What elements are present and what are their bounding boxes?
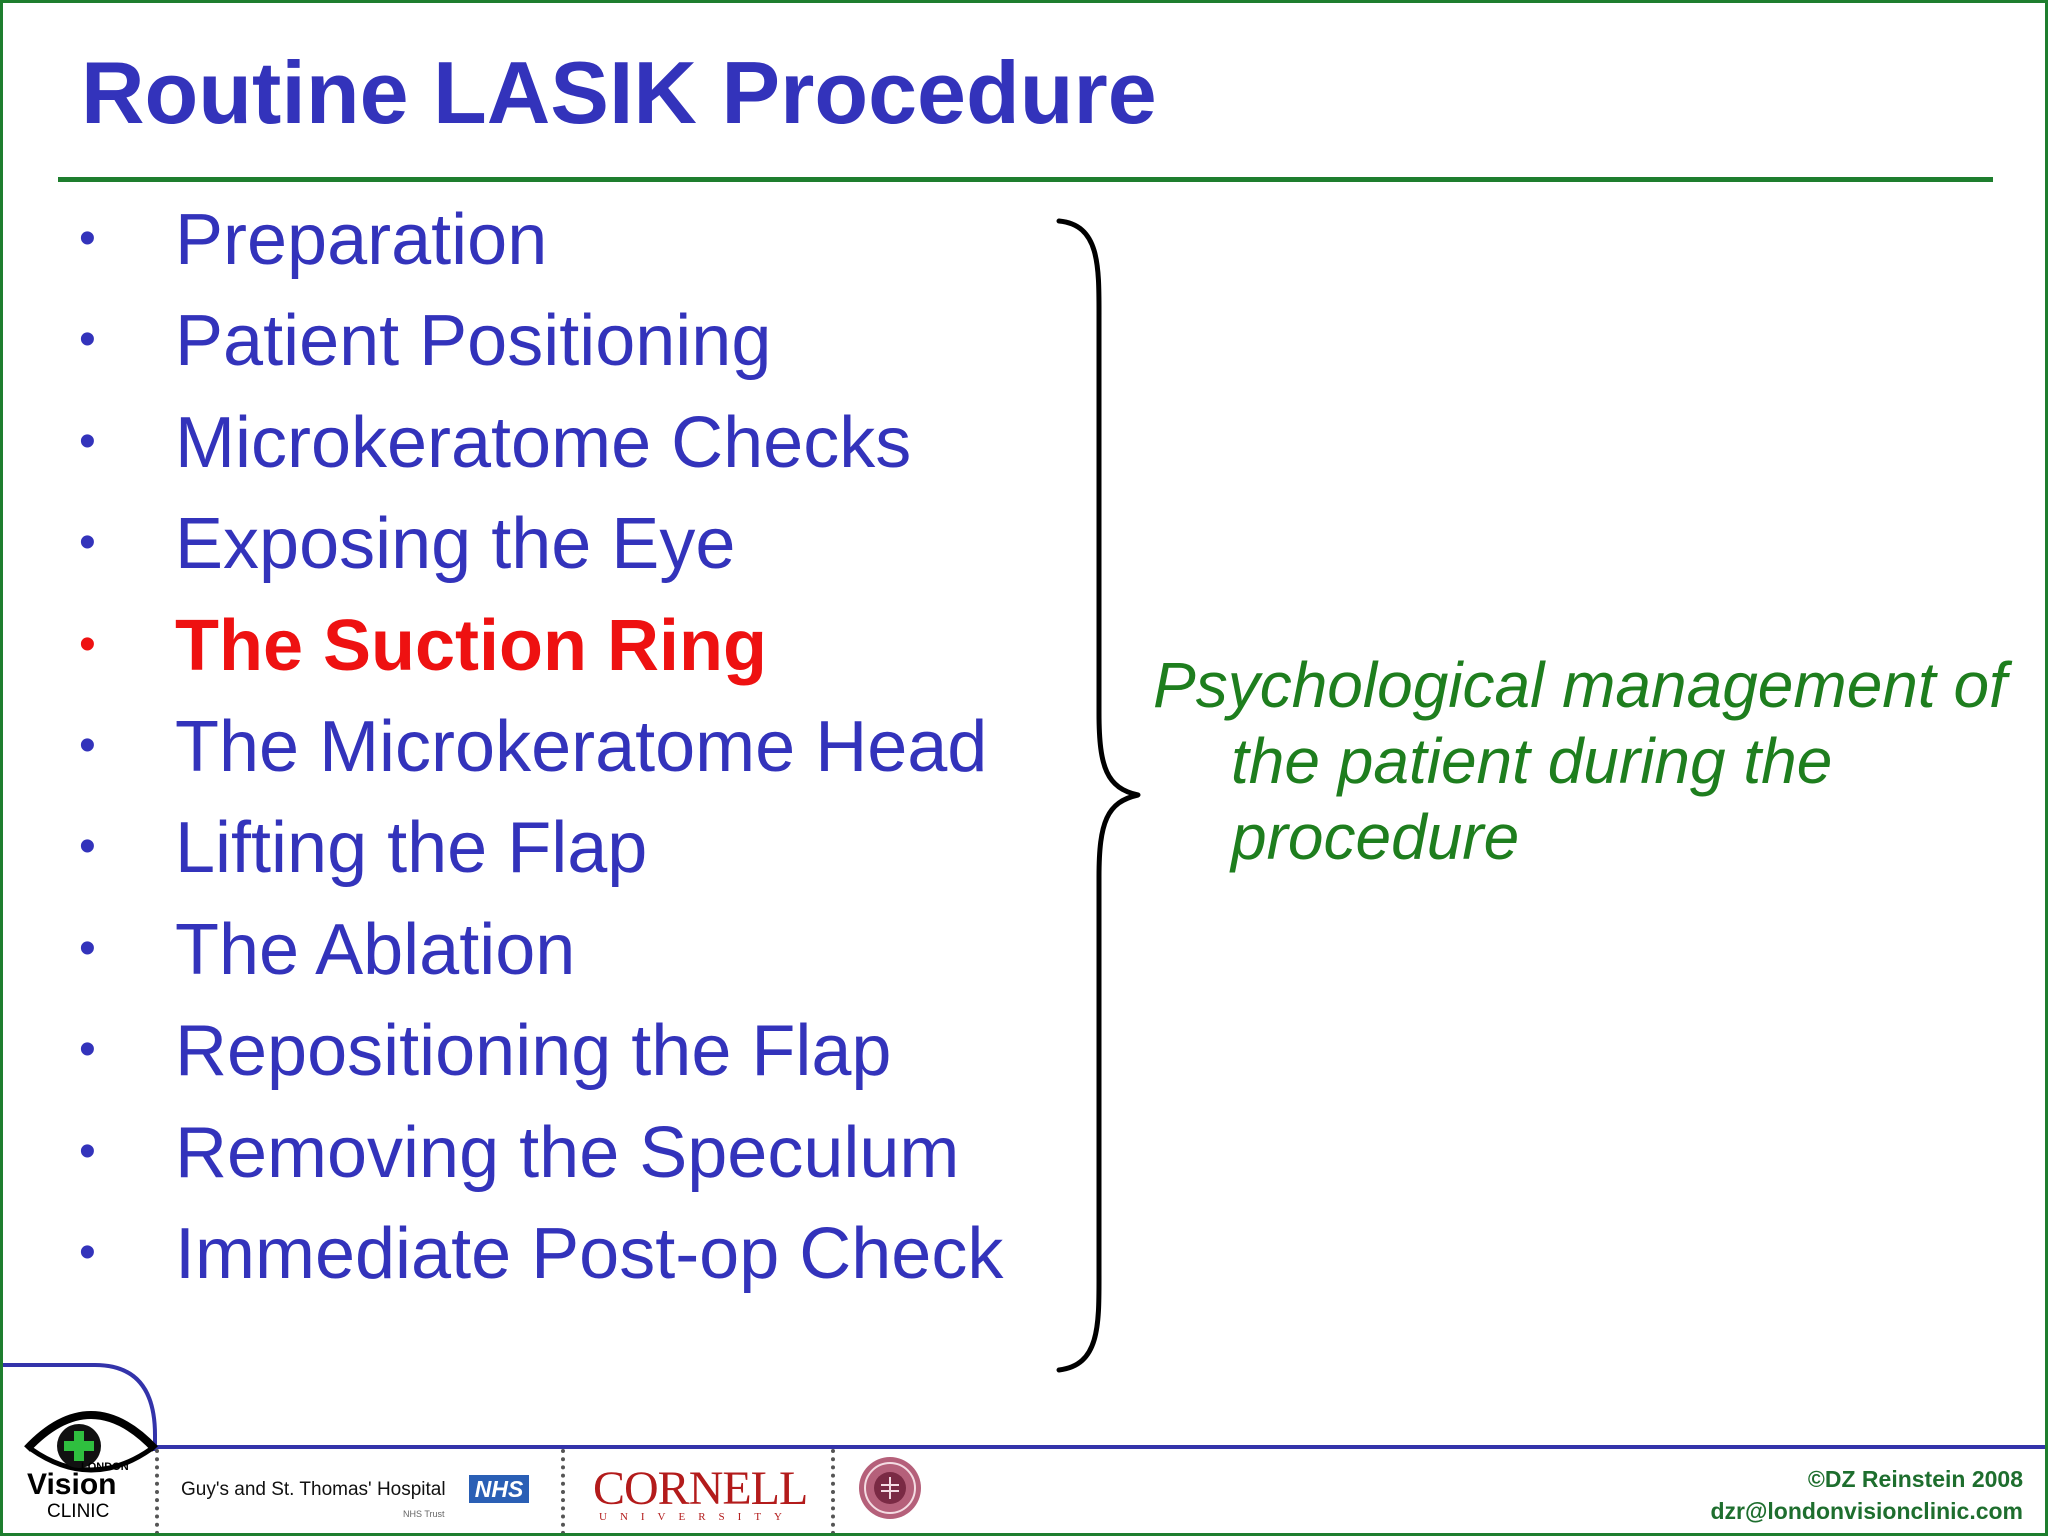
list-item-label: The Suction Ring bbox=[175, 605, 767, 686]
bullet-dot: • bbox=[79, 516, 96, 570]
list-item-label: Microkeratome Checks bbox=[175, 402, 912, 483]
procedure-steps-list: • Preparation • Patient Positioning • Micro… bbox=[3, 199, 1063, 1314]
list-item-label: The Microkeratome Head bbox=[175, 706, 988, 787]
cornell-name: CORNELL bbox=[593, 1462, 808, 1515]
bullet-dot: • bbox=[79, 212, 96, 265]
bullet-dot: • bbox=[79, 414, 96, 468]
list-item-label: Removing the Speculum bbox=[175, 1112, 960, 1193]
bullet-dot: • bbox=[79, 1225, 96, 1279]
list-item: • Exposing the Eye bbox=[3, 503, 1063, 604]
list-item-label: Repositioning the Flap bbox=[175, 1011, 892, 1092]
list-item: • Repositioning the Flap bbox=[3, 1010, 1063, 1111]
bullet-dot: • bbox=[79, 820, 96, 874]
slide-title: Routine LASIK Procedure bbox=[81, 43, 1157, 142]
guys-hospital-name: Guy's and St. Thomas' Hospital bbox=[181, 1479, 446, 1500]
eye-icon bbox=[24, 1411, 158, 1473]
nhs-trust-text: NHS Trust bbox=[403, 1509, 445, 1519]
logo-vision-text: Vision bbox=[27, 1468, 117, 1501]
bullet-dot: • bbox=[79, 313, 96, 367]
bullet-dot: • bbox=[79, 1124, 96, 1178]
footer-separator bbox=[561, 1449, 565, 1533]
list-item: • Preparation bbox=[3, 199, 1063, 300]
list-item: • Microkeratome Checks bbox=[3, 402, 1063, 503]
bullet-dot: • bbox=[79, 718, 96, 772]
footer-separator bbox=[831, 1449, 835, 1533]
nhs-badge: NHS bbox=[469, 1475, 529, 1503]
bullet-dot: • bbox=[79, 1023, 96, 1077]
footer-separator bbox=[155, 1449, 159, 1533]
bullet-dot: • bbox=[79, 921, 96, 975]
list-item: • Patient Positioning bbox=[3, 300, 1063, 401]
footer: LONDON Vision CLINIC Guy's and St. Thoma… bbox=[3, 1363, 2045, 1533]
bullet-dot: • bbox=[79, 617, 96, 671]
logo-london-text: LONDON bbox=[81, 1461, 129, 1473]
list-item: • Removing the Speculum bbox=[3, 1112, 1063, 1213]
curly-brace bbox=[1056, 218, 1141, 1373]
footer-divider bbox=[153, 1445, 2045, 1449]
psychological-management-note: Psychological management of the patient … bbox=[1153, 649, 2007, 873]
list-item: • The Ablation bbox=[3, 909, 1063, 1010]
list-item-label: Lifting the Flap bbox=[175, 808, 648, 889]
cornell-university-text: UNIVERSITY bbox=[599, 1511, 795, 1523]
list-item: • Immediate Post-op Check bbox=[3, 1213, 1063, 1314]
list-item-label: Preparation bbox=[175, 200, 548, 280]
list-item-label: Immediate Post-op Check bbox=[175, 1213, 1004, 1294]
logo-clinic-text: CLINIC bbox=[47, 1501, 110, 1522]
university-seal-icon bbox=[859, 1457, 921, 1519]
list-item-label: Exposing the Eye bbox=[175, 504, 736, 585]
copyright-block: ©DZ Reinstein 2008 dzr@londonvisionclini… bbox=[1710, 1463, 2023, 1527]
contact-email[interactable]: dzr@londonvisionclinic.com bbox=[1710, 1498, 2023, 1524]
list-item-highlighted: • The Suction Ring bbox=[3, 605, 1063, 706]
copyright-text: ©DZ Reinstein 2008 bbox=[1807, 1466, 2023, 1492]
footer-tab-border bbox=[3, 1363, 157, 1451]
list-item: • The Microkeratome Head bbox=[3, 706, 1063, 807]
list-item: • Lifting the Flap bbox=[3, 807, 1063, 908]
list-item-label: The Ablation bbox=[175, 909, 576, 990]
title-divider bbox=[58, 177, 1993, 182]
list-item-label: Patient Positioning bbox=[175, 301, 772, 382]
